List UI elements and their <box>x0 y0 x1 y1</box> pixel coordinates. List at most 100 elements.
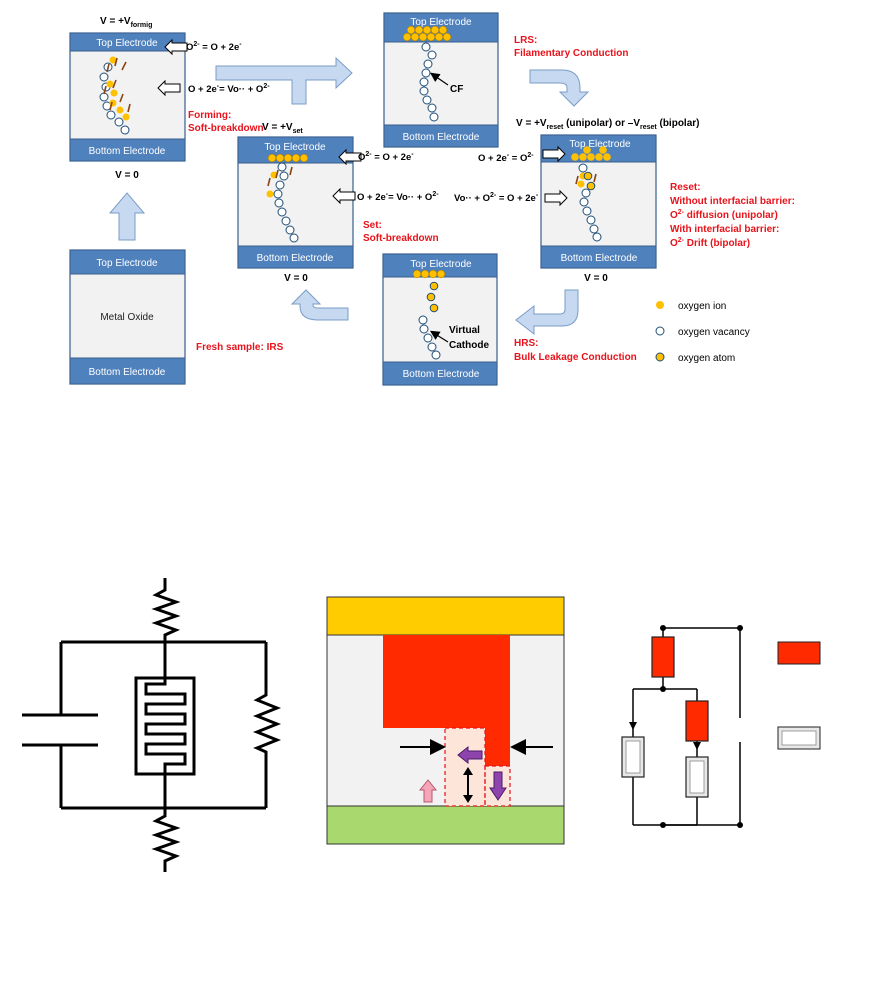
set-eq2-arrow <box>332 187 356 205</box>
reset-oxygen-ions <box>571 146 611 188</box>
legend-atom-marker <box>655 352 665 362</box>
forming-vacancy-chain <box>99 62 130 135</box>
reset-state-line5sup: 2- <box>678 237 685 244</box>
reset-state-line3b: diffusion (unipolar) <box>684 210 778 221</box>
hrs-state-line1: HRS: <box>514 338 538 349</box>
circuit-bottom-resistor <box>151 808 181 872</box>
hrs-bottom-electrode-label: Bottom Electrode <box>403 369 480 380</box>
set-voltage-sub: set <box>293 128 304 135</box>
equivalent-circuit <box>22 578 282 872</box>
forming-drift-arrows <box>103 57 131 113</box>
set-state-line2: Soft-breakdown <box>363 233 439 244</box>
forming-eq1-arrow <box>164 38 188 56</box>
set-bottom-electrode-label: Bottom Electrode <box>257 253 334 264</box>
lrs-state-line1: LRS: <box>514 35 537 46</box>
svg-text:O2- Drift (bipolar): O2- Drift (bipolar) <box>670 237 750 249</box>
hrs-state-line2: Bulk Leakage Conduction <box>514 352 637 363</box>
cell-pink-up-arrow <box>418 779 438 803</box>
model-legend-red <box>777 641 821 665</box>
reset-bottom-electrode-label: Bottom Electrode <box>561 253 638 264</box>
reset-voltage-b: (unipolar) or –V <box>563 118 640 129</box>
lrs-bottom-electrode-label: Bottom Electrode <box>403 132 480 143</box>
set-eq1-sup: 2- <box>365 151 372 158</box>
hrs-to-set-arrow <box>290 289 349 321</box>
panel-fresh: Top Electrode Bottom Electrode Metal Oxi… <box>69 249 284 385</box>
forming-eq1-b: = O + 2e <box>200 42 240 53</box>
reset-state-line3sup: 2- <box>678 209 685 216</box>
cell-cross-section <box>326 596 565 845</box>
set-eq2-sup2: 2- <box>432 191 439 198</box>
legend-vacancy-marker <box>655 326 665 336</box>
reset-eq1-b: = O <box>509 153 527 164</box>
lrs-oxygen-atoms-layer <box>402 25 452 42</box>
legend-ion-marker <box>656 301 664 309</box>
reset-to-hrs-arrow <box>515 289 579 336</box>
legend-vacancy-label: oxygen vacancy <box>678 327 750 338</box>
set-eq1-b: = O + 2e <box>372 152 412 163</box>
reset-ground-label: V = 0 <box>584 273 608 284</box>
set-state-line1: Set: <box>363 220 382 231</box>
forming-bottom-electrode-label: Bottom Electrode <box>89 146 166 157</box>
svg-text:O2- = O + 2e-: O2- = O + 2e- <box>186 41 242 53</box>
svg-text:O + 2e- = O2-: O + 2e- = O2- <box>478 152 534 164</box>
forming-oxygen-ions <box>106 56 130 121</box>
forming-state-line1: Forming: <box>188 110 231 121</box>
cell-filament-tip <box>485 728 510 766</box>
fresh-bottom-electrode-label: Bottom Electrode <box>89 367 166 378</box>
cell-purple-left-arrow <box>457 745 483 765</box>
set-ground-label: V = 0 <box>284 273 308 284</box>
reset-voltage-b-sub: reset <box>640 124 657 131</box>
cell-dashed-outlines <box>444 727 511 807</box>
circuit-right-resistor <box>252 642 282 808</box>
forming-eq1-sup: 2- <box>193 41 200 48</box>
svg-text:V = +Vreset (unipolar) or –Vre: V = +Vreset (unipolar) or –Vreset (bipol… <box>516 118 700 131</box>
set-vacancy-chain <box>273 162 299 243</box>
forming-eq2-b: = Vo·· + O <box>219 84 263 95</box>
panel-forming: V = +Vformig Top Electrode Bottom Electr… <box>69 16 270 181</box>
svg-text:O + 2e-= Vo·· + O2-: O + 2e-= Vo·· + O2- <box>357 191 439 203</box>
reset-eq2-sup: 2- <box>490 192 497 199</box>
cell-filament-body <box>383 635 510 728</box>
reset-voltage-a: V = +V <box>516 118 547 129</box>
lrs-state-line2: Filamentary Conduction <box>514 48 628 59</box>
set-eq2-sup: - <box>386 191 389 198</box>
forming-voltage-sub: formig <box>131 22 153 29</box>
set-eq1-arrow <box>338 148 362 166</box>
reset-eq2-a: Vo·· + O <box>454 193 490 204</box>
reset-eq1-sup: - <box>507 152 510 159</box>
forming-eq2-sup2: 2- <box>263 83 270 90</box>
reset-state-line3a: O <box>670 210 678 221</box>
lrs-to-reset-arrow <box>529 69 590 107</box>
svg-text:O2- diffusion (unipolar): O2- diffusion (unipolar) <box>670 209 778 221</box>
legend: oxygen ion oxygen vacancy oxygen atom <box>655 301 750 364</box>
cell-top-plate <box>326 596 565 636</box>
reset-state-line5a: O <box>670 238 678 249</box>
forming-to-lrs-arrow <box>215 56 353 105</box>
set-eq2-a: O + 2e <box>357 192 386 203</box>
reset-drift-arrows <box>575 173 597 185</box>
forming-eq1-sup2: - <box>239 41 242 48</box>
set-eq1-a: O <box>358 152 365 163</box>
reset-state-line5b: Drift (bipolar) <box>684 238 750 249</box>
metal-oxide-label: Metal Oxide <box>100 312 154 323</box>
panel-hrs: Top Electrode Bottom Electrode Virtual C… <box>382 253 637 386</box>
svg-text:Vo·· + O2- = O + 2e-: Vo·· + O2- = O + 2e- <box>454 192 539 204</box>
reset-vacancy-chain <box>578 163 602 242</box>
set-oxygen-atoms-layer <box>267 153 309 163</box>
forming-eq2-arrow <box>157 79 181 97</box>
panel-set: V = +Vset Top Electrode Bottom Electrode… <box>237 122 439 284</box>
reset-eq1-sup2: 2- <box>527 152 534 159</box>
forming-eq2-a: O + 2e <box>188 84 217 95</box>
reset-top-electrode-label: Top Electrode <box>569 139 631 150</box>
legend-atom-label: oxygen atom <box>678 353 735 364</box>
cell-gap-region <box>445 728 485 806</box>
model-resistor-top <box>651 636 675 678</box>
reset-state-line1: Reset: <box>670 182 701 193</box>
hrs-oxygen-atoms-chain <box>426 281 439 313</box>
reset-eq2-b: = O + 2e <box>496 193 536 204</box>
forming-state-line2: Soft-breakdown <box>188 123 264 134</box>
set-eq2-b: = Vo·· + O <box>388 192 432 203</box>
lrs-vacancy-chain <box>419 42 439 122</box>
svg-text:V = +Vset: V = +Vset <box>262 122 303 135</box>
